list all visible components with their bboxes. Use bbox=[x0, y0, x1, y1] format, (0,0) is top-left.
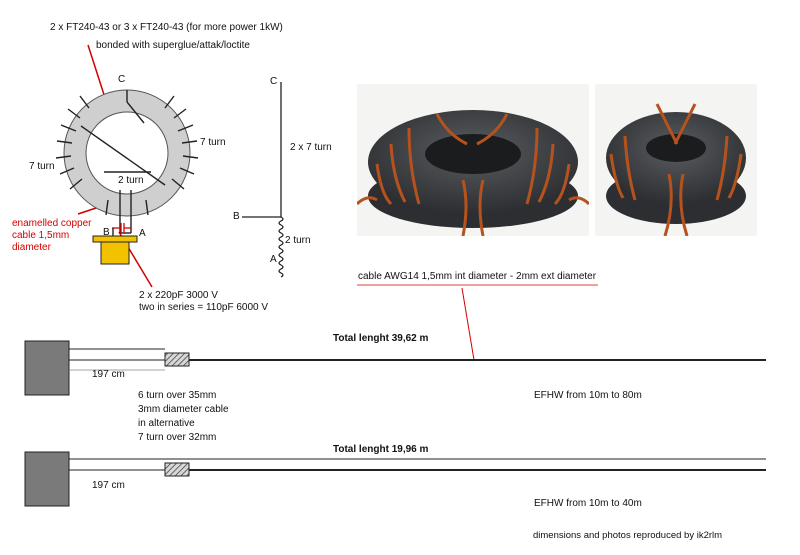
schematic-label-a: A bbox=[270, 254, 277, 265]
toroid-core bbox=[55, 89, 199, 234]
wire-note-line1: enamelled copper bbox=[12, 218, 92, 229]
credit-line: dimensions and photos reproduced by ik2r… bbox=[533, 530, 723, 541]
capacitor-note-line2: two in series = 110pF 6000 V bbox=[139, 302, 269, 313]
coil-note-line1: 6 turn over 35mm bbox=[138, 390, 217, 401]
antenna1-title: Total lenght 39,62 m bbox=[333, 333, 429, 344]
antenna2-loading-coil bbox=[164, 462, 190, 477]
capacitor-note-line1: 2 x 220pF 3000 V bbox=[139, 290, 218, 301]
antenna2-band: EFHW from 10m to 40m bbox=[534, 498, 642, 509]
schematic-label-b: B bbox=[233, 211, 240, 222]
turns-left-label: 7 turn bbox=[29, 161, 55, 172]
antenna1-drawing bbox=[24, 340, 766, 396]
core-note-line2: bonded with superglue/attak/loctite bbox=[96, 40, 250, 51]
coil-note-line4: 7 turn over 32mm bbox=[138, 432, 217, 443]
cable-leader-line bbox=[461, 287, 475, 361]
toroid-photo-top bbox=[595, 84, 757, 236]
schematic-label-c: C bbox=[270, 76, 278, 87]
coil-note-line3: in alternative bbox=[138, 418, 195, 429]
schematic-turns-top: 2 x 7 turn bbox=[290, 142, 332, 153]
turns-center-label: 2 turn bbox=[118, 175, 144, 186]
wire-note-line2: cable 1,5mm bbox=[12, 230, 70, 241]
antenna1-loading-coil bbox=[164, 352, 190, 367]
toroid-label-c: C bbox=[118, 74, 126, 85]
antenna1-band: EFHW from 10m to 80m bbox=[534, 390, 642, 401]
core-note-line1: 2 x FT240-43 or 3 x FT240-43 (for more p… bbox=[50, 22, 283, 33]
capacitor-symbol bbox=[112, 223, 131, 233]
antenna1-feed-length: 197 cm bbox=[92, 369, 125, 380]
antenna2-title: Total lenght 19,96 m bbox=[333, 444, 429, 455]
wire-note-line3: diameter bbox=[12, 242, 51, 253]
turns-right-label: 7 turn bbox=[200, 137, 226, 148]
toroid-photo-side bbox=[357, 84, 589, 236]
coil-note-line2: 3mm diameter cable bbox=[138, 404, 229, 415]
antenna2-drawing bbox=[24, 451, 766, 507]
schematic-diagram bbox=[242, 82, 284, 278]
toroid-label-a: A bbox=[139, 228, 146, 239]
antenna2-feed-length: 197 cm bbox=[92, 480, 125, 491]
coax-connector bbox=[92, 228, 138, 265]
schematic-turns-bottom: 2 turn bbox=[285, 235, 311, 246]
toroid-label-b: B bbox=[103, 227, 110, 238]
photo-caption: cable AWG14 1,5mm int diameter - 2mm ext… bbox=[358, 271, 597, 282]
